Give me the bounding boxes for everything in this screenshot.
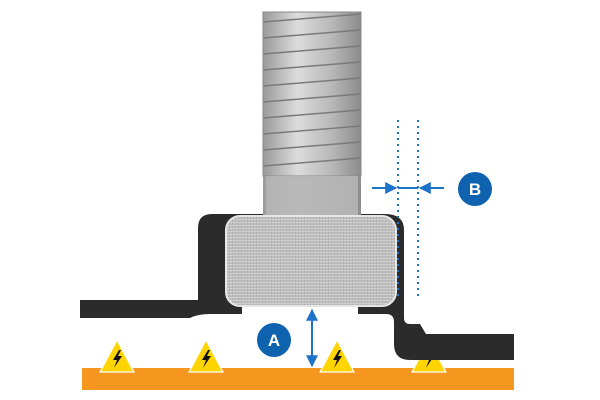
label-a-badge: A xyxy=(257,323,291,357)
high-voltage-warning-icon xyxy=(188,338,224,373)
label-a-text: A xyxy=(268,331,280,350)
clinch-nut xyxy=(225,215,397,307)
screw xyxy=(262,11,362,215)
label-b-badge: B xyxy=(458,172,492,206)
high-voltage-warning-icon xyxy=(319,338,355,373)
high-voltage-warning-icon xyxy=(99,338,135,373)
screw-threads xyxy=(262,13,362,167)
label-b-text: B xyxy=(469,180,481,199)
ground-strip xyxy=(82,368,514,390)
